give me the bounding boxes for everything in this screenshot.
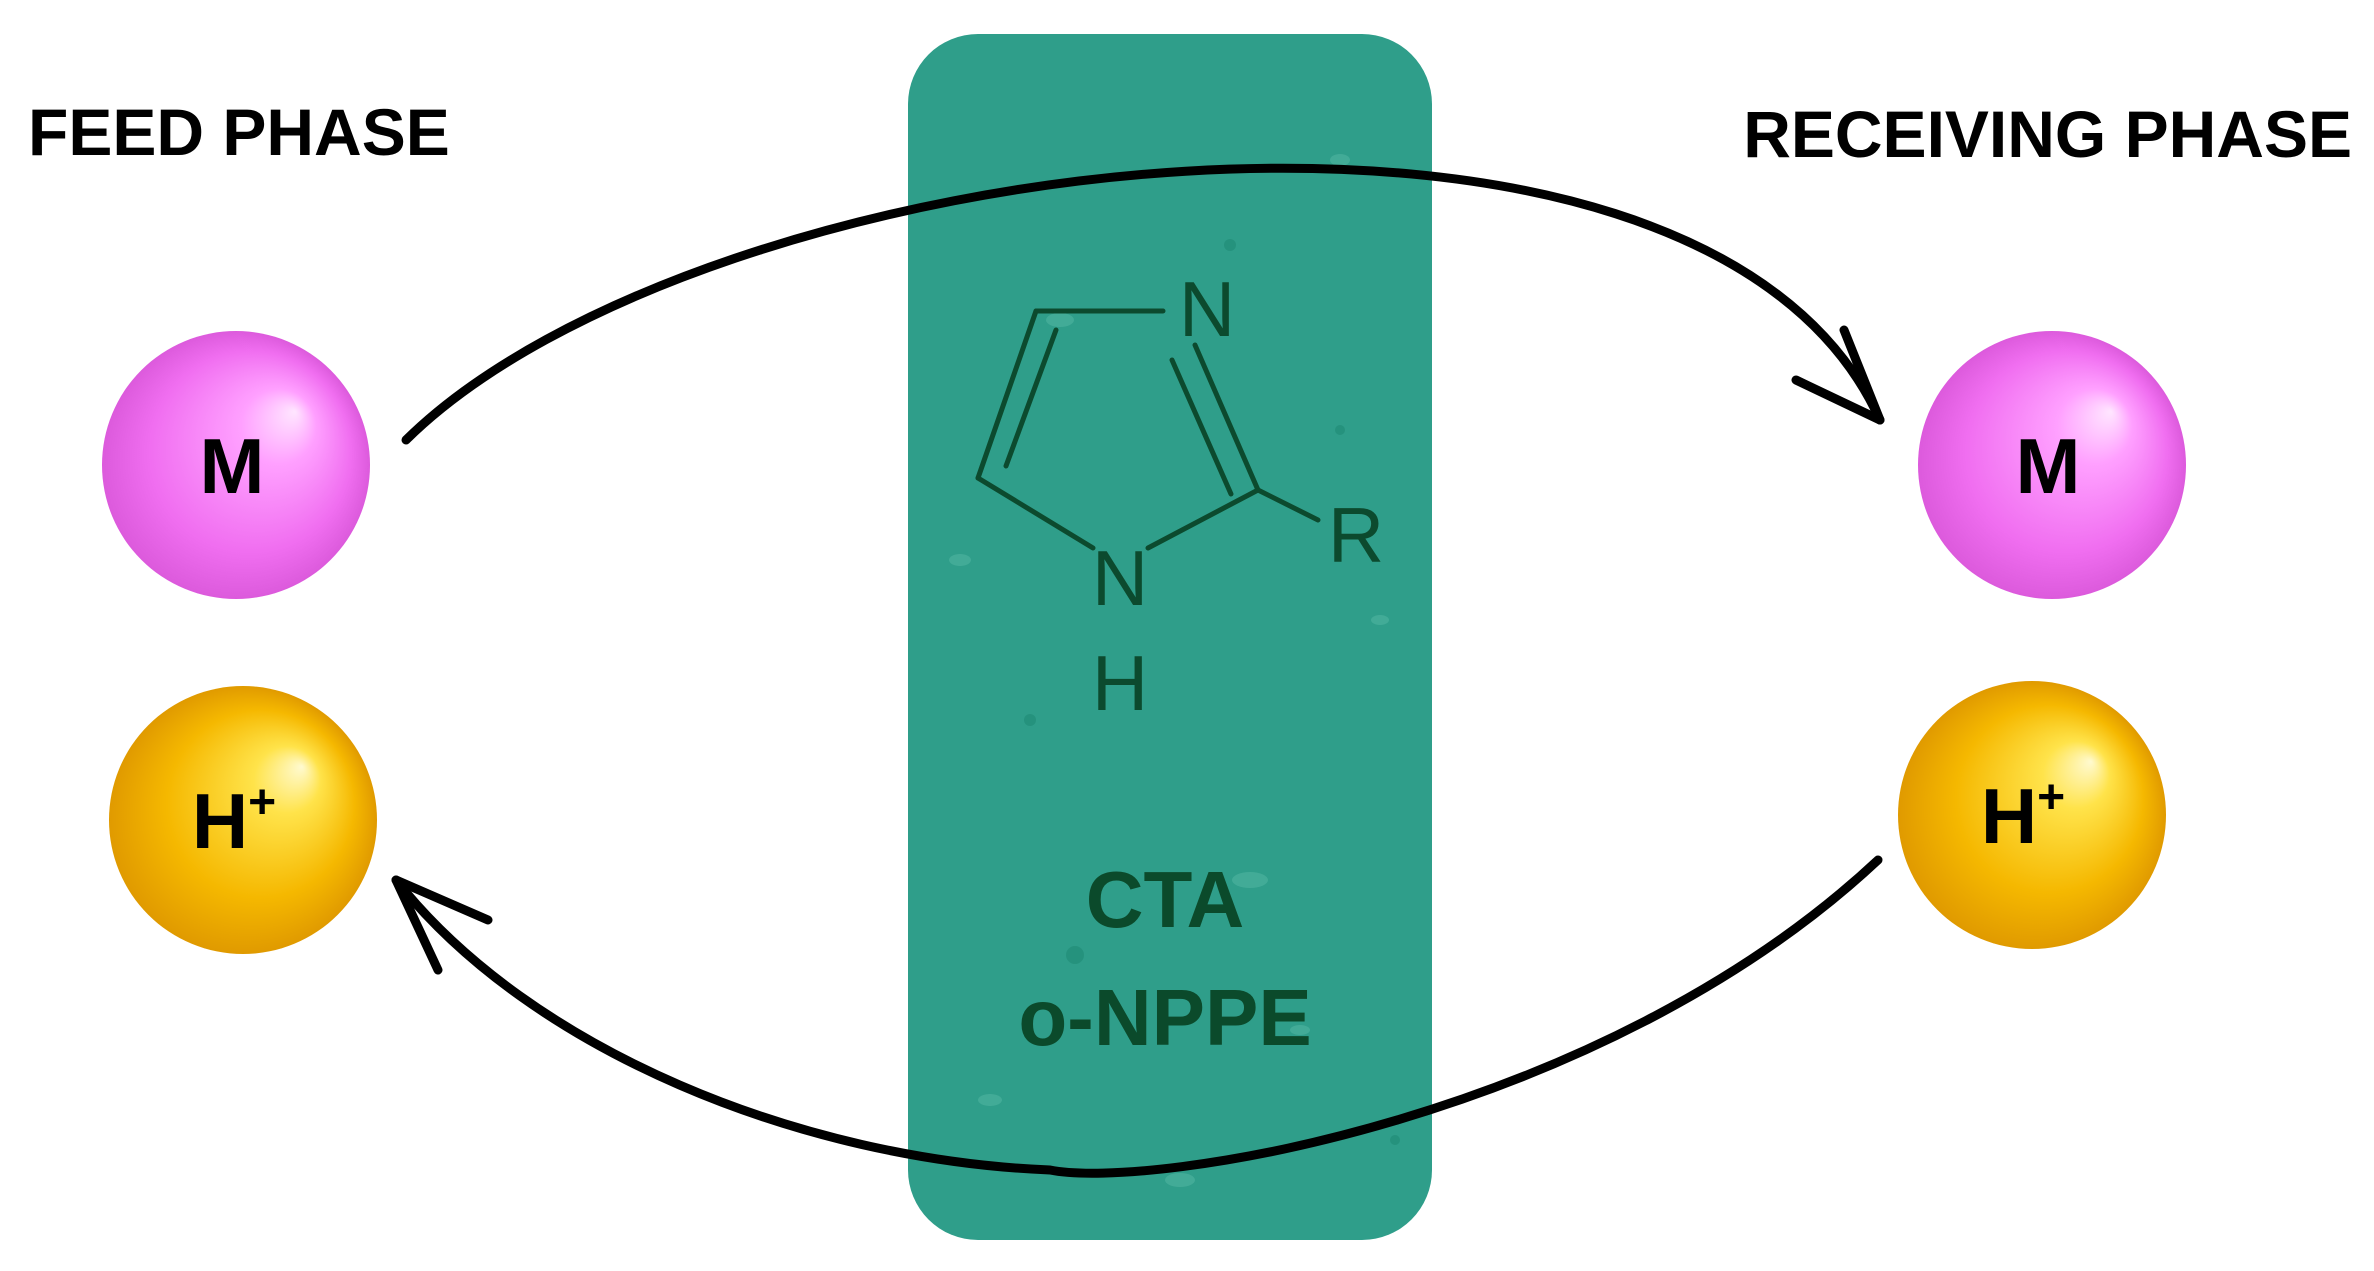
bond-c2-r — [1255, 487, 1321, 523]
atom-n-top: N — [1179, 265, 1235, 353]
feed-metal-label: M — [200, 422, 265, 510]
metal-transport-arrowhead — [1791, 325, 1885, 425]
receiving-proton-ball — [1898, 681, 2166, 949]
metal-transport-arrow — [401, 163, 1885, 445]
imidazole-structure: N N H R — [975, 265, 1384, 727]
proton-counter-transport-arrowhead — [391, 875, 493, 975]
atom-n-bottom: N — [1092, 534, 1148, 622]
feed-metal-ball — [102, 331, 370, 599]
bond-n3-c2-double — [1169, 357, 1234, 497]
receiving-metal-label: M — [2016, 422, 2081, 510]
receiving-proton-symbol: H — [1981, 772, 2037, 860]
feed-proton-charge: + — [248, 776, 276, 829]
feed-proton-label: H+ — [192, 776, 276, 865]
bond-c2-n1 — [1145, 487, 1261, 551]
receiving-metal-ball — [1918, 331, 2186, 599]
receiving-proton-label: H+ — [1981, 771, 2065, 860]
receiving-phase-label: RECEIVING PHASE — [1743, 97, 2352, 171]
membrane-block — [908, 34, 1432, 1240]
feed-phase-label: FEED PHASE — [28, 95, 450, 169]
bond-n1-c5 — [975, 475, 1096, 551]
bond-c5-c4-double — [1003, 327, 1059, 469]
atom-h: H — [1092, 639, 1148, 727]
bond-c5-c4 — [975, 308, 1039, 481]
proton-counter-transport-arrow — [391, 855, 1883, 1178]
bond-n3-c2 — [1192, 342, 1261, 493]
feed-proton-symbol: H — [192, 777, 248, 865]
feed-proton-ball — [109, 686, 377, 954]
receiving-proton-charge: + — [2037, 771, 2065, 824]
membrane-texture — [949, 154, 1389, 1187]
membrane-spots — [1024, 239, 1400, 1145]
membrane-label-onppe: o-NPPE — [1018, 973, 1311, 1062]
atom-r-substituent: R — [1328, 491, 1384, 579]
membrane-label-cta: CTA — [1086, 855, 1244, 944]
